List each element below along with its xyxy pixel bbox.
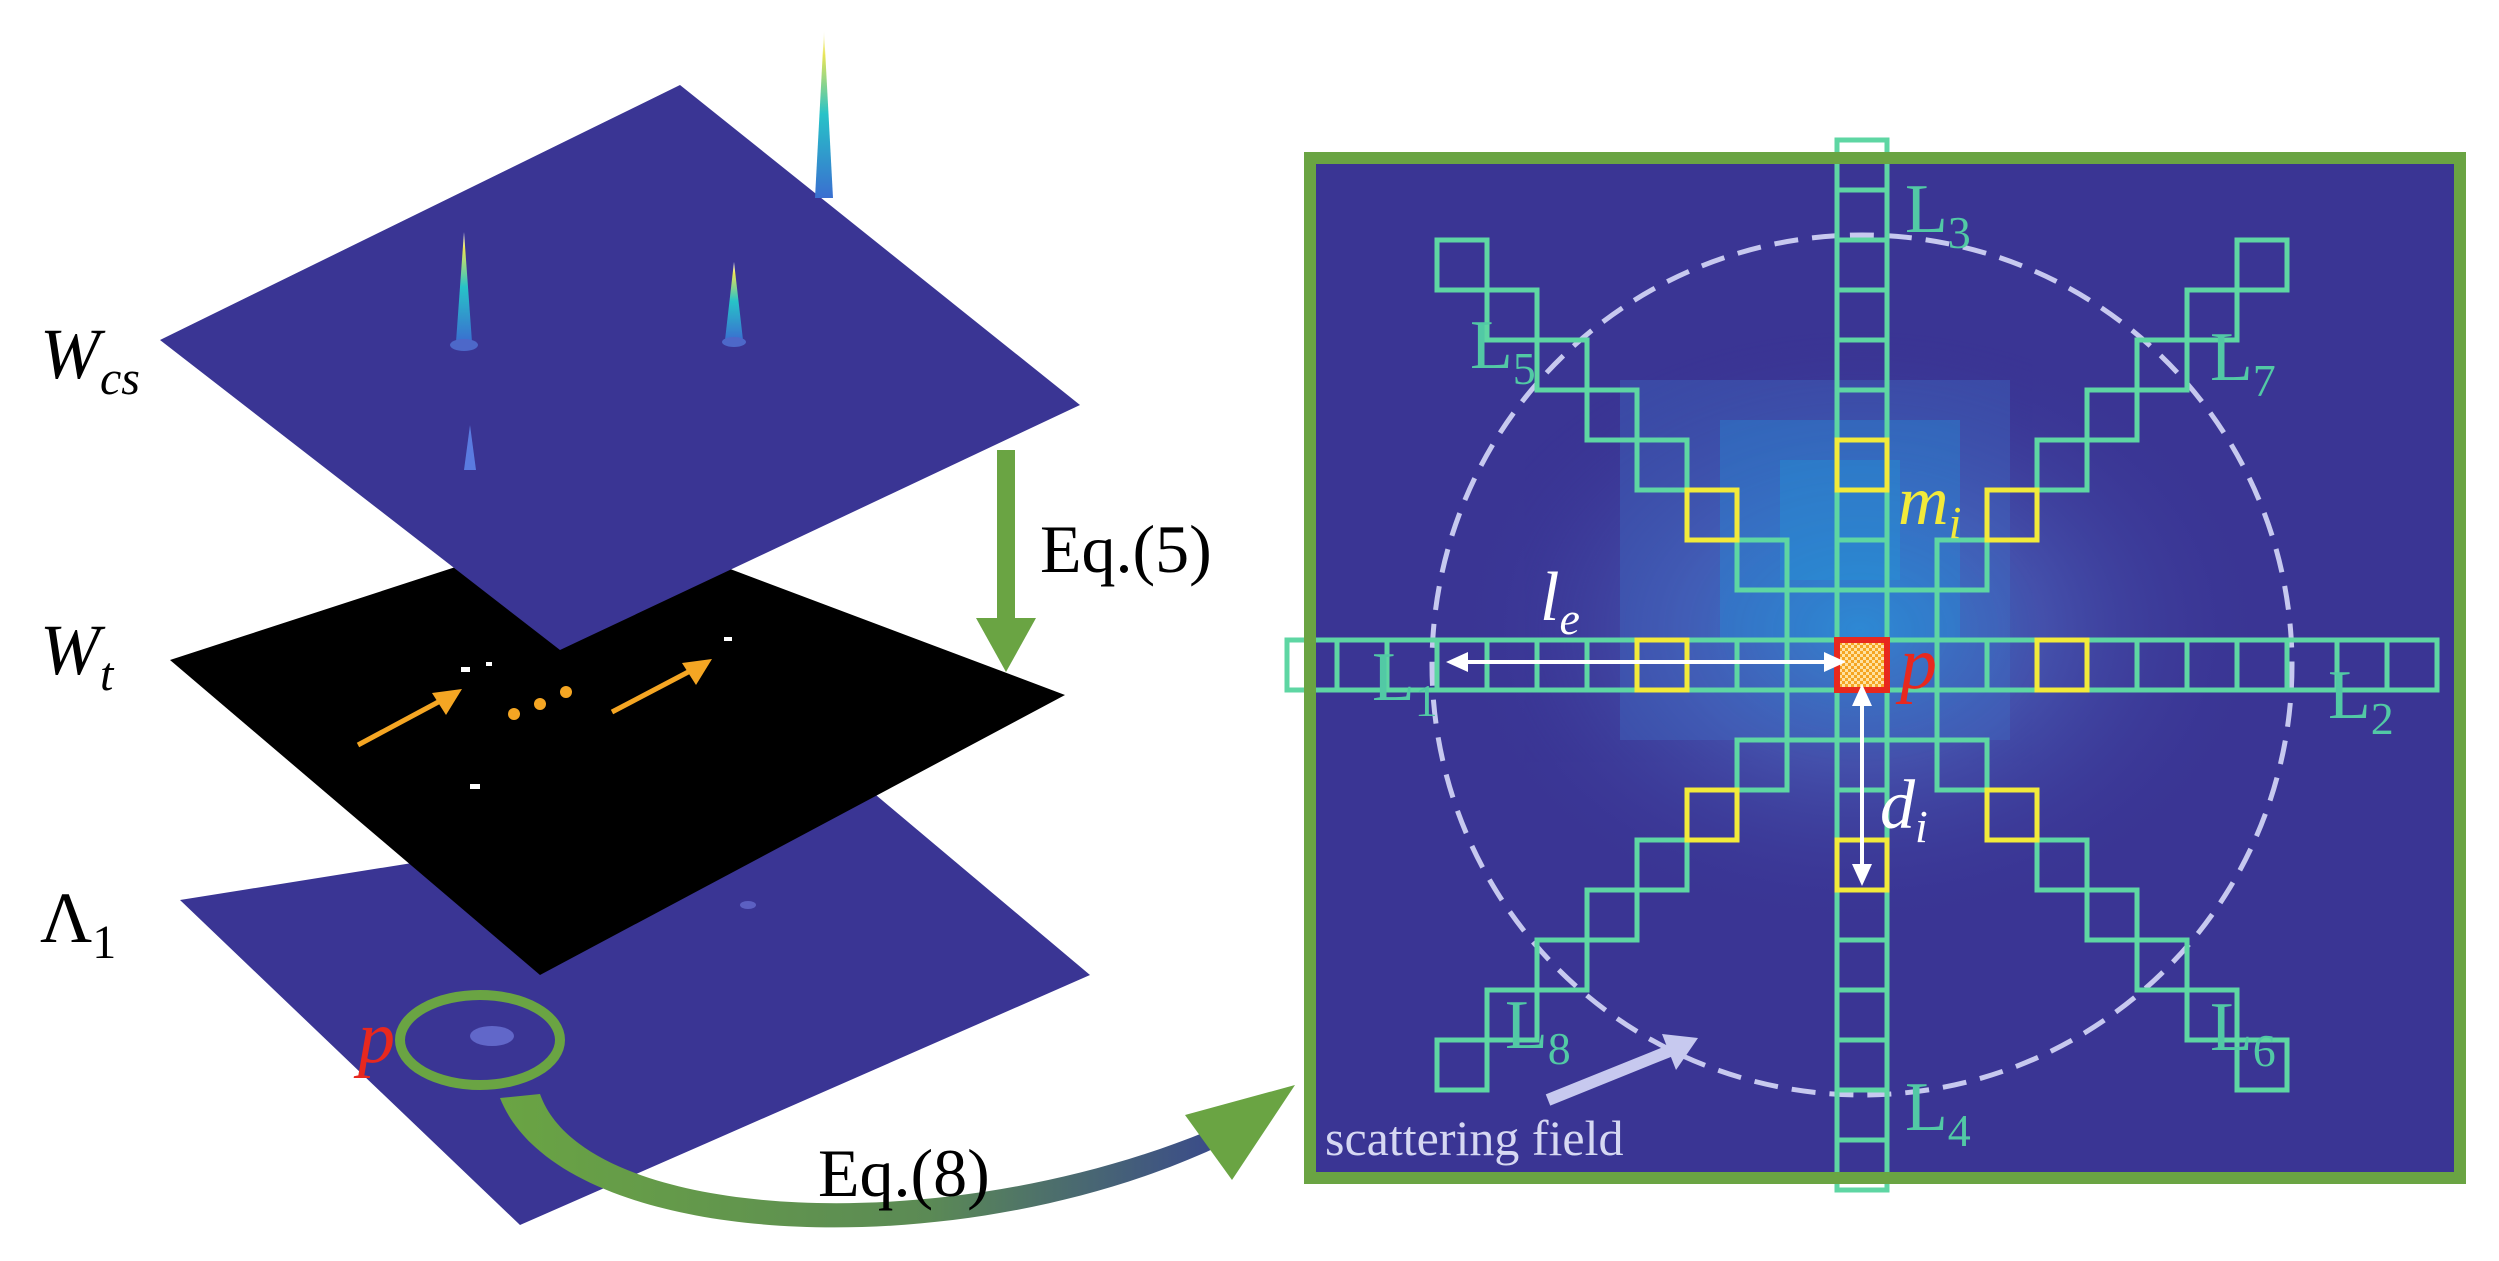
highlight-cell bbox=[1984, 787, 2040, 843]
le-label: le bbox=[1540, 559, 1580, 644]
wcs-spike-tall bbox=[815, 30, 833, 198]
grid-cell bbox=[1934, 537, 1990, 593]
wcs-blob bbox=[450, 339, 478, 351]
grid-cell bbox=[1734, 737, 1790, 793]
lambda-label: Λ1 bbox=[40, 878, 116, 969]
wt-speck bbox=[470, 784, 480, 789]
p-label-right: p bbox=[1895, 623, 1937, 705]
wcs-label: Wcs bbox=[40, 314, 140, 405]
center-pixel-p bbox=[1834, 637, 1890, 693]
motion-dot bbox=[508, 708, 520, 720]
p-highlight-ring bbox=[395, 990, 565, 1090]
mi-label: mi bbox=[1898, 463, 1961, 548]
wcs-spike bbox=[456, 232, 472, 342]
lambda-plane bbox=[180, 790, 1090, 1225]
grid-cell bbox=[2234, 1037, 2290, 1093]
lambda-blob-small bbox=[740, 901, 756, 909]
wt-plane bbox=[170, 520, 1065, 975]
panel-border bbox=[1304, 152, 2466, 1184]
grid-cell bbox=[2234, 237, 2290, 293]
grid-cell bbox=[1434, 1037, 1490, 1093]
grid-cell bbox=[1634, 837, 1690, 893]
grid-cell bbox=[2384, 637, 2440, 693]
le-arrow bbox=[1446, 652, 1846, 672]
motion-arrow-left bbox=[356, 689, 462, 748]
line-label-2: L2 bbox=[2328, 657, 2394, 744]
grid-cell bbox=[1584, 387, 1640, 443]
p-label-left: p bbox=[353, 997, 395, 1079]
motion-dot bbox=[534, 698, 546, 710]
motion-arrow-right bbox=[610, 659, 712, 715]
line-label-1: L1 bbox=[1372, 639, 1438, 726]
wcs-spike-small bbox=[464, 425, 476, 470]
grid-cell bbox=[1484, 987, 1540, 1043]
eq5-label: Eq.(5) bbox=[1040, 511, 1212, 587]
grid-cell bbox=[1784, 687, 1840, 743]
grid-cell bbox=[1434, 237, 1490, 293]
grid-cell bbox=[1934, 737, 1990, 793]
di-arrow bbox=[1852, 684, 1872, 886]
wcs-plane bbox=[160, 85, 1080, 650]
wt-speck bbox=[724, 637, 732, 641]
grid-cell bbox=[1634, 437, 1690, 493]
grid-cell bbox=[1584, 887, 1640, 943]
highlight-cell bbox=[1684, 787, 1740, 843]
grid-cell bbox=[2184, 287, 2240, 343]
wcs-blob bbox=[722, 337, 746, 347]
grid-cell bbox=[1784, 587, 1840, 643]
highlight-cell bbox=[1834, 437, 1890, 493]
grid-cell bbox=[2184, 987, 2240, 1043]
line-label-6: L6 bbox=[2210, 989, 2276, 1076]
eq5-arrow bbox=[976, 450, 1036, 672]
grid-cell bbox=[1484, 287, 1540, 343]
grid-cell bbox=[2084, 887, 2140, 943]
lambda-blob bbox=[470, 1026, 514, 1046]
line-label-4: L4 bbox=[1905, 1069, 1971, 1156]
highlight-cell bbox=[1634, 637, 1690, 693]
grid-cell bbox=[1534, 937, 1590, 993]
grid-cell bbox=[1884, 687, 1940, 743]
grid-cell bbox=[1534, 337, 1590, 393]
line-label-5: L5 bbox=[1470, 307, 1536, 394]
grid-cell bbox=[1834, 137, 1890, 193]
highlight-cell bbox=[1684, 487, 1740, 543]
highlight-cell bbox=[2034, 637, 2090, 693]
grid-cell bbox=[2034, 437, 2090, 493]
motion-dot bbox=[560, 686, 572, 698]
line-label-7: L7 bbox=[2210, 319, 2276, 406]
grid-cell bbox=[1834, 1137, 1890, 1193]
grid-cell bbox=[2134, 337, 2190, 393]
wt-speck bbox=[461, 667, 470, 672]
line-label-8: L8 bbox=[1505, 987, 1571, 1074]
eq8-arrow bbox=[500, 1085, 1295, 1228]
wt-label: Wt bbox=[40, 610, 115, 701]
wcs-spike bbox=[725, 262, 743, 340]
grid-cell bbox=[2034, 837, 2090, 893]
line-label-3: L3 bbox=[1905, 171, 1971, 258]
grid-cell bbox=[2084, 387, 2140, 443]
highlight-cell bbox=[1984, 487, 2040, 543]
field-pointer-arrow bbox=[1545, 1034, 1698, 1106]
grid-cell bbox=[1884, 587, 1940, 643]
grid-cell bbox=[2134, 937, 2190, 993]
scattering-field-label: scattering field bbox=[1325, 1110, 1624, 1166]
di-label: di bbox=[1880, 767, 1928, 852]
grid-cell bbox=[1734, 537, 1790, 593]
wt-speck bbox=[486, 662, 492, 666]
eq8-label: Eq.(8) bbox=[818, 1135, 990, 1211]
scattering-field-circle bbox=[1429, 232, 2295, 1098]
